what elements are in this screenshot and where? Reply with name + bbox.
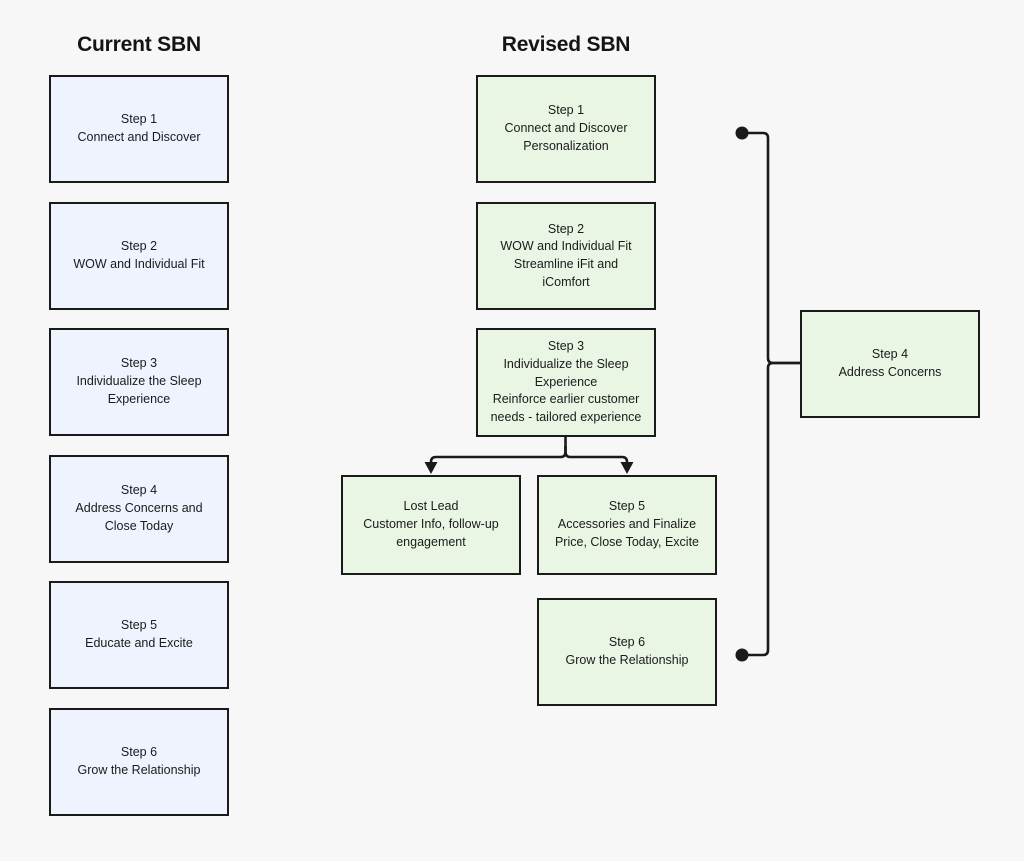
arrowhead-step5 — [620, 462, 634, 474]
node-current-step-2[interactable]: Step 2 WOW and Individual Fit — [49, 202, 229, 310]
node-revised-step-3[interactable]: Step 3 Individualize the Sleep Experienc… — [476, 328, 656, 437]
node-label: Step 6 Grow the Relationship — [77, 745, 201, 777]
node-current-step-5[interactable]: Step 5 Educate and Excite — [49, 581, 229, 689]
node-label: Step 3 Individualize the Sleep Experienc… — [76, 356, 202, 406]
node-label: Step 1 Connect and Discover Personalizat… — [504, 103, 628, 153]
node-label: Step 2 WOW and Individual Fit Streamline… — [500, 221, 632, 289]
arrowhead-lostlead — [424, 462, 438, 474]
edge-step3-to-step5 — [564, 445, 629, 468]
column-title-revised: Revised SBN — [501, 33, 631, 56]
node-current-step-1[interactable]: Step 1 Connect and Discover — [49, 75, 229, 183]
node-label: Step 3 Individualize the Sleep Experienc… — [490, 339, 642, 425]
node-current-step-3[interactable]: Step 3 Individualize the Sleep Experienc… — [49, 328, 229, 436]
node-label: Step 5 Educate and Excite — [85, 618, 193, 650]
node-current-step-6[interactable]: Step 6 Grow the Relationship — [49, 708, 229, 816]
branch-dot-upper — [735, 126, 749, 140]
node-label: Step 6 Grow the Relationship — [565, 635, 689, 667]
node-revised-step-4[interactable]: Step 4 Address Concerns — [800, 310, 980, 418]
column-title-current: Current SBN — [77, 33, 201, 56]
edge-step3-to-lostlead — [429, 445, 567, 468]
node-label: Step 4 Address Concerns — [838, 347, 942, 379]
node-label: Step 5 Accessories and Finalize Price, C… — [554, 499, 700, 549]
node-label: Step 4 Address Concerns and Close Today — [75, 483, 203, 533]
node-revised-step-6[interactable]: Step 6 Grow the Relationship — [537, 598, 717, 706]
node-revised-step-5[interactable]: Step 5 Accessories and Finalize Price, C… — [537, 475, 717, 575]
node-label: Step 1 Connect and Discover — [77, 112, 201, 144]
node-revised-step-1[interactable]: Step 1 Connect and Discover Personalizat… — [476, 75, 656, 183]
node-label: Step 2 WOW and Individual Fit — [73, 239, 205, 271]
branch-dot-lower — [735, 648, 749, 662]
node-label: Lost Lead Customer Info, follow-up engag… — [363, 499, 499, 549]
edge-lower-branch-to-step4 — [746, 361, 802, 657]
node-revised-lost-lead[interactable]: Lost Lead Customer Info, follow-up engag… — [341, 475, 521, 575]
node-revised-step-2[interactable]: Step 2 WOW and Individual Fit Streamline… — [476, 202, 656, 310]
edge-upper-branch-to-step4 — [746, 131, 802, 365]
node-current-step-4[interactable]: Step 4 Address Concerns and Close Today — [49, 455, 229, 563]
